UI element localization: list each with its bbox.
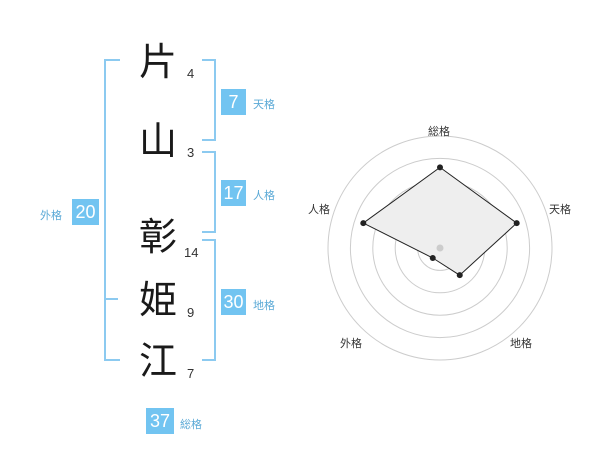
name-char-2: 山 bbox=[138, 119, 177, 163]
radar-point-3 bbox=[456, 272, 463, 279]
gaikaku-value: 20 bbox=[72, 199, 99, 225]
radar-polygon bbox=[362, 166, 518, 276]
stroke-count-4: 9 bbox=[187, 305, 195, 320]
stroke-count-1: 4 bbox=[187, 66, 195, 81]
radar-points bbox=[360, 164, 520, 279]
radar-ring-2 bbox=[349, 157, 531, 339]
gaikaku-bracket-tick bbox=[106, 298, 118, 300]
stroke-count-2: 3 bbox=[187, 145, 195, 160]
radar-ring-1 bbox=[327, 135, 553, 361]
chikaku-bracket bbox=[202, 239, 216, 361]
soukaku-value: 37 bbox=[146, 408, 174, 434]
stroke-count-3: 14 bbox=[184, 245, 199, 260]
tenkaku-bracket bbox=[202, 59, 216, 141]
radar-center-dot bbox=[436, 244, 444, 252]
chikaku-label: 地格 bbox=[253, 299, 275, 312]
radar-point-5 bbox=[360, 220, 367, 227]
radar-point-2 bbox=[513, 220, 520, 227]
radar-label-tenkaku: 天格 bbox=[549, 203, 571, 216]
radar-label-jinkaku: 人格 bbox=[308, 203, 330, 216]
radar-label-soukaku: 総格 bbox=[428, 125, 450, 138]
gaikaku-bracket bbox=[104, 59, 120, 361]
name-char-1: 片 bbox=[138, 40, 177, 84]
radar-point-4 bbox=[429, 254, 436, 261]
tenkaku-label: 天格 bbox=[253, 98, 275, 111]
name-char-3: 彰 bbox=[138, 215, 177, 259]
name-char-5: 江 bbox=[138, 339, 177, 383]
jinkaku-bracket bbox=[202, 151, 216, 233]
soukaku-label: 総格 bbox=[180, 418, 202, 431]
radar-point-1 bbox=[437, 164, 443, 171]
radar-label-chikaku: 地格 bbox=[510, 337, 532, 350]
stroke-count-5: 7 bbox=[187, 366, 195, 381]
name-char-4: 姫 bbox=[138, 278, 177, 322]
jinkaku-value: 17 bbox=[221, 180, 246, 206]
jinkaku-label: 人格 bbox=[253, 189, 275, 202]
gaikaku-label: 外格 bbox=[40, 209, 62, 222]
radar-label-gaikaku: 外格 bbox=[340, 337, 362, 350]
tenkaku-value: 7 bbox=[221, 89, 246, 115]
chikaku-value: 30 bbox=[221, 289, 246, 315]
